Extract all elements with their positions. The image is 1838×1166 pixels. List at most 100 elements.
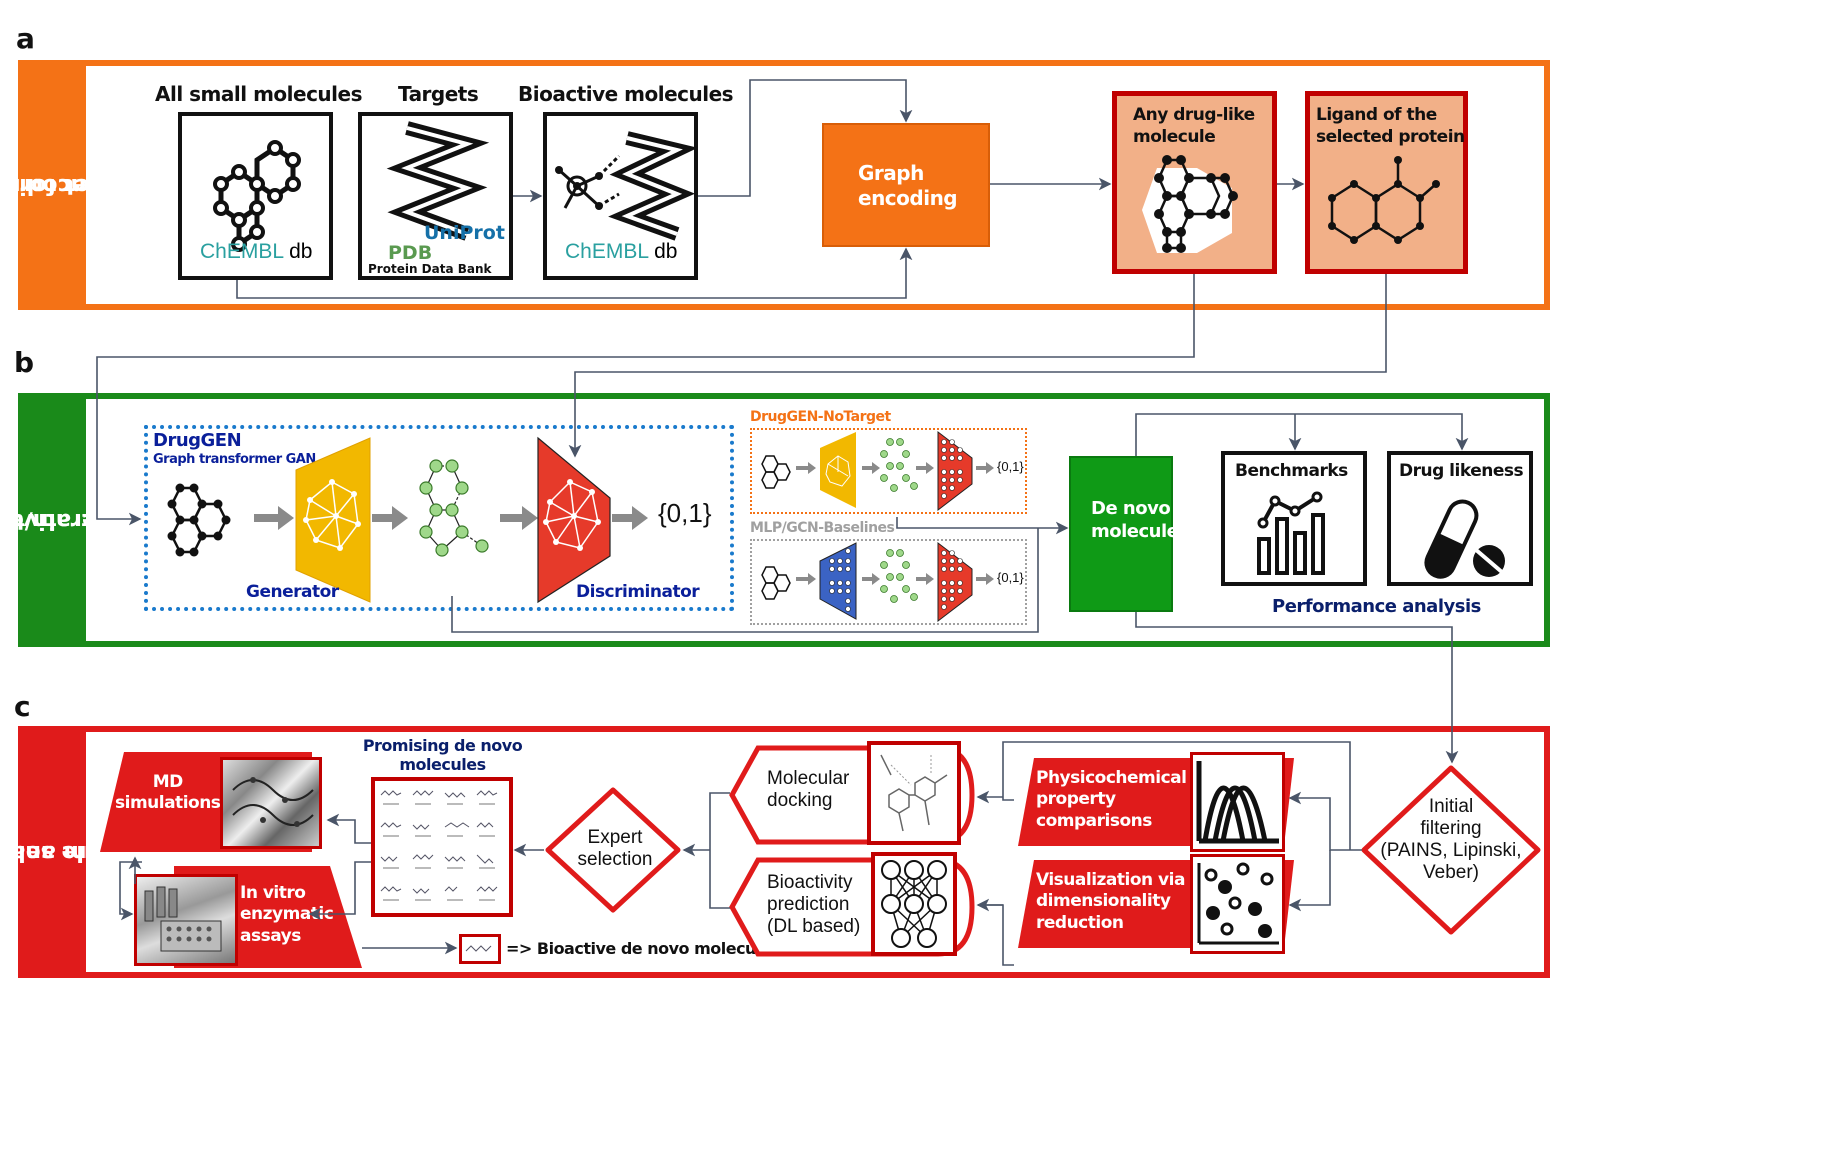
de-novo-line-1: De novo — [1091, 498, 1171, 519]
viz-line-2: dimensionality — [1036, 891, 1171, 912]
promising-line-1: Promising de novo — [362, 736, 523, 755]
molecule-thumbnail-icon — [465, 945, 492, 952]
all-small-molecules-heading: All small molecules — [155, 82, 362, 106]
neural-network-icon — [881, 860, 947, 948]
pill-icon — [1424, 499, 1505, 579]
bar-chart-icon — [1257, 491, 1325, 575]
distribution-curves-icon — [1196, 761, 1279, 844]
in-vitro-assay-image — [134, 874, 238, 966]
chembl-name: ChEMBL — [200, 240, 284, 263]
db-suffix: db — [654, 240, 678, 263]
small-pipelines — [761, 430, 994, 623]
bioactive-de-novo-label: => Bioactive de novo molecules — [506, 939, 781, 958]
panel-b-letter: b — [14, 346, 35, 379]
expert-line-2: selection — [577, 849, 653, 870]
db-suffix: db — [289, 240, 313, 263]
scatter-plot-image — [1190, 854, 1285, 954]
de-novo-line-2: molecules — [1091, 520, 1189, 542]
in-vitro-line-2: enzymatic — [240, 904, 334, 925]
expert-line-1: Expert — [587, 827, 643, 848]
docking-image — [867, 741, 961, 845]
benchmarks-label: Benchmarks — [1235, 461, 1348, 481]
chembl-db-logo: ChEMBL db — [200, 240, 312, 264]
neural-network-image — [871, 852, 957, 956]
any-druglike-line-1: Any drug-like — [1133, 105, 1255, 125]
initial-filtering-diamond — [1361, 765, 1541, 935]
physchem-line-3: comparisons — [1036, 810, 1152, 831]
panel-a-letter: a — [16, 22, 35, 55]
discriminator-label: Discriminator — [576, 582, 700, 602]
md-simulation-image — [220, 757, 322, 849]
ligand-line-1: Ligand of the — [1316, 105, 1437, 125]
uniprot-logo: UniProt — [424, 222, 505, 244]
filter-line-1: Initial — [1428, 796, 1474, 817]
graph-encoding-line-1: Graph — [858, 161, 924, 185]
energy-landscape-icon — [232, 777, 314, 827]
baselines-output-label: {0,1} — [997, 570, 1024, 585]
docking-line-1: Molecular — [767, 768, 850, 789]
bioactivity-line-2: prediction — [767, 894, 850, 915]
drug-likeness-label: Drug likeness — [1399, 461, 1524, 481]
filter-line-4: Veber) — [1423, 862, 1479, 883]
ligand-protein-binding-icon — [555, 131, 698, 241]
viz-line-3: reduction — [1036, 912, 1124, 933]
molecule-graph-icon — [1142, 155, 1238, 253]
in-vitro-line-1: In vitro — [240, 883, 306, 903]
docking-line-2: docking — [767, 790, 833, 811]
well-plate-icon — [144, 886, 222, 952]
panel-c-letter: c — [14, 690, 31, 723]
expert-selection-diamond — [545, 787, 681, 913]
pdb-logo: PDB — [388, 242, 433, 264]
chembl-small-molecules-box: ChEMBL db — [178, 112, 333, 280]
chembl-name: ChEMBL — [565, 240, 649, 263]
filter-line-3: (PAINS, Lipinski, — [1380, 840, 1522, 861]
notarget-output-label: {0,1} — [997, 459, 1024, 474]
graph-encoding-line-2: encoding — [858, 186, 958, 210]
docking-pose-icon — [880, 754, 948, 832]
scatter-plot-icon — [1197, 862, 1279, 945]
promising-molecules-grid — [371, 777, 513, 917]
chembl-bioactive-box: ChEMBL db — [543, 112, 698, 280]
bioactivity-line-3: (DL based) — [767, 916, 861, 937]
drug-likeness-box: Drug likeness — [1387, 451, 1533, 586]
druggen-notarget-title: DrugGEN-NoTarget — [750, 409, 891, 425]
bioactive-molecules-heading: Bioactive molecules — [518, 82, 734, 106]
notarget-pipeline — [761, 430, 994, 512]
in-vitro-line-3: assays — [240, 925, 301, 946]
ligand-molecule-icon — [1328, 156, 1440, 244]
ligand-line-2: selected protein — [1316, 127, 1465, 147]
targets-box: UniProt PDB Protein Data Bank — [358, 112, 513, 280]
druggen-output-label: {0,1} — [658, 498, 712, 528]
distribution-plot-image — [1190, 752, 1285, 852]
protein-helix-icon — [386, 121, 490, 241]
benchmarks-box: Benchmarks — [1221, 451, 1367, 586]
promising-line-2: molecules — [399, 755, 486, 774]
filter-line-2: filtering — [1420, 818, 1482, 839]
md-line-1: MD — [152, 772, 184, 792]
physchem-line-1: Physicochemical — [1036, 768, 1187, 788]
any-druglike-line-2: molecule — [1133, 127, 1216, 147]
pdb-full-name: Protein Data Bank — [368, 262, 492, 276]
bioactivity-line-1: Bioactivity — [767, 872, 853, 893]
chembl-db-logo: ChEMBL db — [565, 240, 677, 264]
physchem-line-2: property — [1036, 789, 1116, 810]
targets-heading: Targets — [398, 82, 479, 106]
molecule-grid-thumbnails — [380, 790, 498, 901]
baselines-pipeline — [761, 541, 994, 623]
